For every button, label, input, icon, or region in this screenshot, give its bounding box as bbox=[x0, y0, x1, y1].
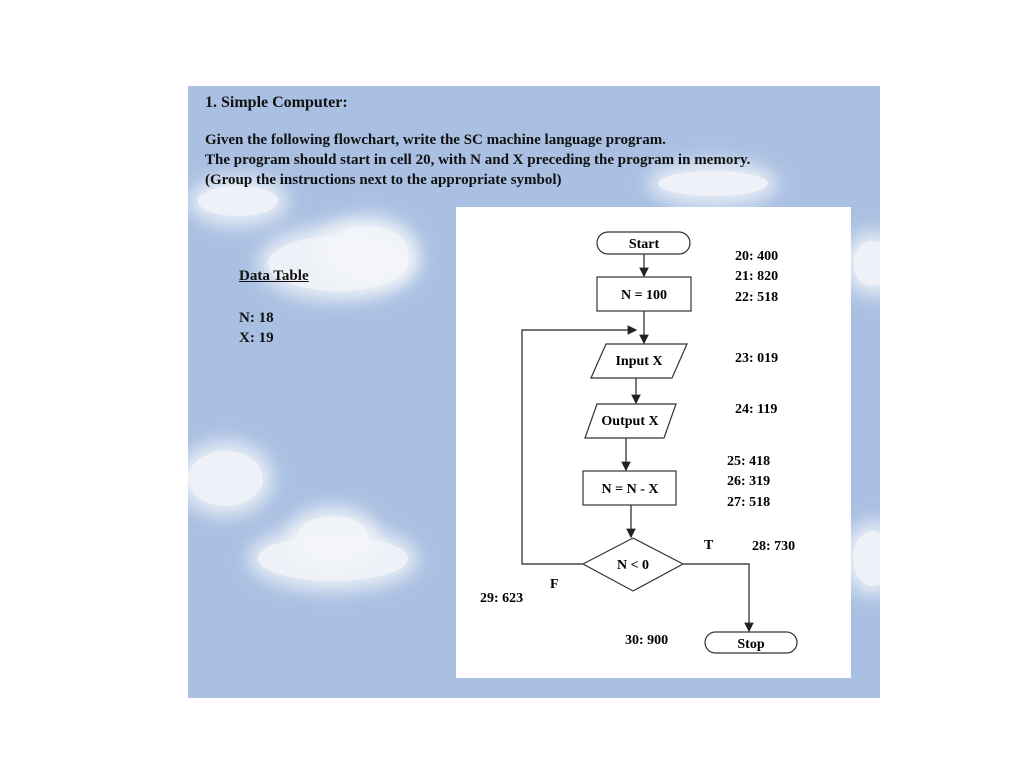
decision-label: N < 0 bbox=[617, 558, 649, 573]
cloud-decoration bbox=[188, 451, 263, 506]
program-cell-25: 25: 418 bbox=[727, 454, 770, 469]
cloud-decoration bbox=[658, 171, 768, 196]
false-branch-label: F bbox=[550, 577, 559, 592]
init-label: N = 100 bbox=[621, 288, 667, 303]
subtract-label: N = N - X bbox=[602, 482, 659, 497]
input-label: Input X bbox=[615, 354, 662, 369]
instruction-line: Given the following flowchart, write the… bbox=[205, 132, 666, 149]
program-cell-24: 24: 119 bbox=[735, 402, 777, 417]
page-title: 1. Simple Computer: bbox=[205, 94, 348, 112]
program-cell-29: 29: 623 bbox=[480, 591, 523, 606]
cloud-decoration bbox=[853, 241, 880, 286]
instruction-line: The program should start in cell 20, wit… bbox=[205, 152, 750, 169]
program-cell-26: 26: 319 bbox=[727, 474, 770, 489]
data-table-entry-n: N: 18 bbox=[239, 310, 274, 327]
data-table-title: Data Table bbox=[239, 268, 309, 285]
program-cell-21: 21: 820 bbox=[735, 269, 778, 284]
program-cell-20: 20: 400 bbox=[735, 249, 778, 264]
program-cell-23: 23: 019 bbox=[735, 351, 778, 366]
cloud-decoration bbox=[298, 516, 368, 556]
true-branch-label: T bbox=[704, 538, 714, 553]
connector-true-stop bbox=[683, 564, 749, 631]
program-cell-30: 30: 900 bbox=[625, 633, 668, 648]
cloud-decoration bbox=[198, 186, 278, 216]
output-label: Output X bbox=[601, 414, 658, 429]
stop-label: Stop bbox=[737, 637, 764, 652]
cloud-decoration bbox=[853, 531, 880, 586]
program-cell-27: 27: 518 bbox=[727, 495, 770, 510]
cloud-decoration bbox=[328, 226, 408, 276]
instruction-line: (Group the instructions next to the appr… bbox=[205, 172, 562, 189]
start-label: Start bbox=[629, 237, 660, 252]
flowchart-diagram: Start N = 100 Input X Output X N = N - X… bbox=[456, 207, 851, 678]
data-table-entry-x: X: 19 bbox=[239, 330, 274, 347]
program-cell-28: 28: 730 bbox=[752, 539, 795, 554]
flowchart-panel: Start N = 100 Input X Output X N = N - X… bbox=[456, 207, 851, 678]
program-cell-22: 22: 518 bbox=[735, 290, 778, 305]
